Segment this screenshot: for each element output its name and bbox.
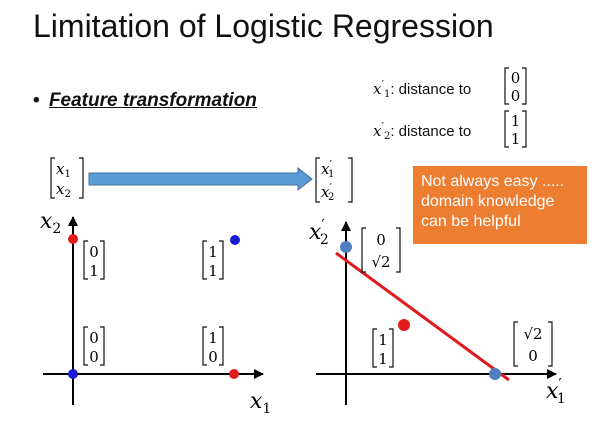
decision-boundary-line — [335, 251, 510, 382]
left-label-1-1: 1 1 — [202, 240, 224, 280]
svg-text:1: 1 — [378, 350, 388, 368]
def1-vec-bottom: 0 — [511, 87, 521, 105]
x1-prime-text: : distance to — [390, 81, 472, 98]
output-vector: x′1 x′2 — [315, 157, 353, 203]
x2-prime-symbol: x′2 — [373, 120, 391, 142]
left-plot: x2 x1 0 1 1 1 0 0 1 0 — [40, 209, 271, 417]
svg-text:√2: √2 — [371, 253, 390, 271]
bullet-item: • Feature transformation — [33, 90, 257, 112]
x1-prime-symbol: x′1 — [373, 78, 391, 100]
right-point-mid — [398, 319, 410, 331]
x2-prime-text: : distance to — [390, 123, 472, 140]
def1-vec-top: 0 — [511, 69, 521, 87]
def2-vec-top: 1 — [511, 112, 521, 130]
svg-text:0: 0 — [528, 347, 538, 365]
right-label-right: √2 0 — [513, 321, 553, 367]
callout-box: Not always easy ..... domain knowledge c… — [413, 166, 587, 244]
slide-title: Limitation of Logistic Regression — [33, 8, 494, 44]
left-label-0-1: 0 1 — [83, 240, 105, 280]
left-point-0-0 — [68, 369, 78, 379]
bullet-dot: • — [33, 90, 40, 111]
svg-text:0: 0 — [89, 329, 99, 347]
definition-vector-2: 1 1 — [504, 110, 527, 148]
left-point-1-1 — [230, 235, 240, 245]
input-vector: x1 x2 — [50, 157, 84, 200]
svg-text:0: 0 — [208, 348, 218, 366]
left-label-1-0: 1 0 — [202, 326, 224, 366]
callout-line-3: can be helpful — [421, 213, 521, 230]
right-label-mid: 1 1 — [372, 328, 394, 368]
left-label-0-0: 0 0 — [83, 326, 105, 366]
right-x-axis-label: x′1 — [546, 375, 566, 407]
input-vec-x1: x1 — [56, 160, 71, 180]
left-point-1-0 — [229, 369, 239, 379]
svg-text:1: 1 — [378, 331, 388, 349]
svg-text:1: 1 — [208, 329, 218, 347]
right-plot: x′2 x′1 0 √2 1 1 √2 0 — [309, 216, 566, 407]
output-vec-x2p: x′2 — [321, 181, 334, 203]
transform-arrow — [88, 166, 313, 192]
right-point-top — [340, 241, 352, 253]
left-point-0-1 — [68, 234, 78, 244]
right-label-top: 0 √2 — [361, 227, 401, 273]
svg-text:1: 1 — [89, 262, 99, 280]
bullet-text: Feature transformation — [48, 90, 257, 111]
svg-text:0: 0 — [89, 348, 99, 366]
svg-text:1: 1 — [208, 243, 218, 261]
callout-line-1: Not always easy ..... — [421, 173, 565, 190]
definition-x1-prime: x′1: distance to — [373, 78, 471, 100]
input-vec-x2: x2 — [56, 180, 71, 200]
output-vec-x1p: x′1 — [321, 158, 334, 180]
left-x-axis-label: x1 — [250, 389, 271, 417]
left-y-axis-label: x2 — [40, 209, 61, 237]
svg-text:1: 1 — [208, 262, 218, 280]
svg-text:√2: √2 — [523, 325, 542, 343]
def2-vec-bottom: 1 — [511, 130, 521, 148]
svg-text:0: 0 — [89, 243, 99, 261]
callout-line-2: domain knowledge — [421, 193, 555, 210]
definition-x2-prime: x′2: distance to — [373, 120, 471, 142]
svg-text:0: 0 — [376, 231, 386, 249]
right-y-axis-label: x′2 — [309, 216, 329, 248]
definition-vector-1: 0 0 — [504, 67, 527, 105]
right-point-right — [489, 368, 501, 380]
